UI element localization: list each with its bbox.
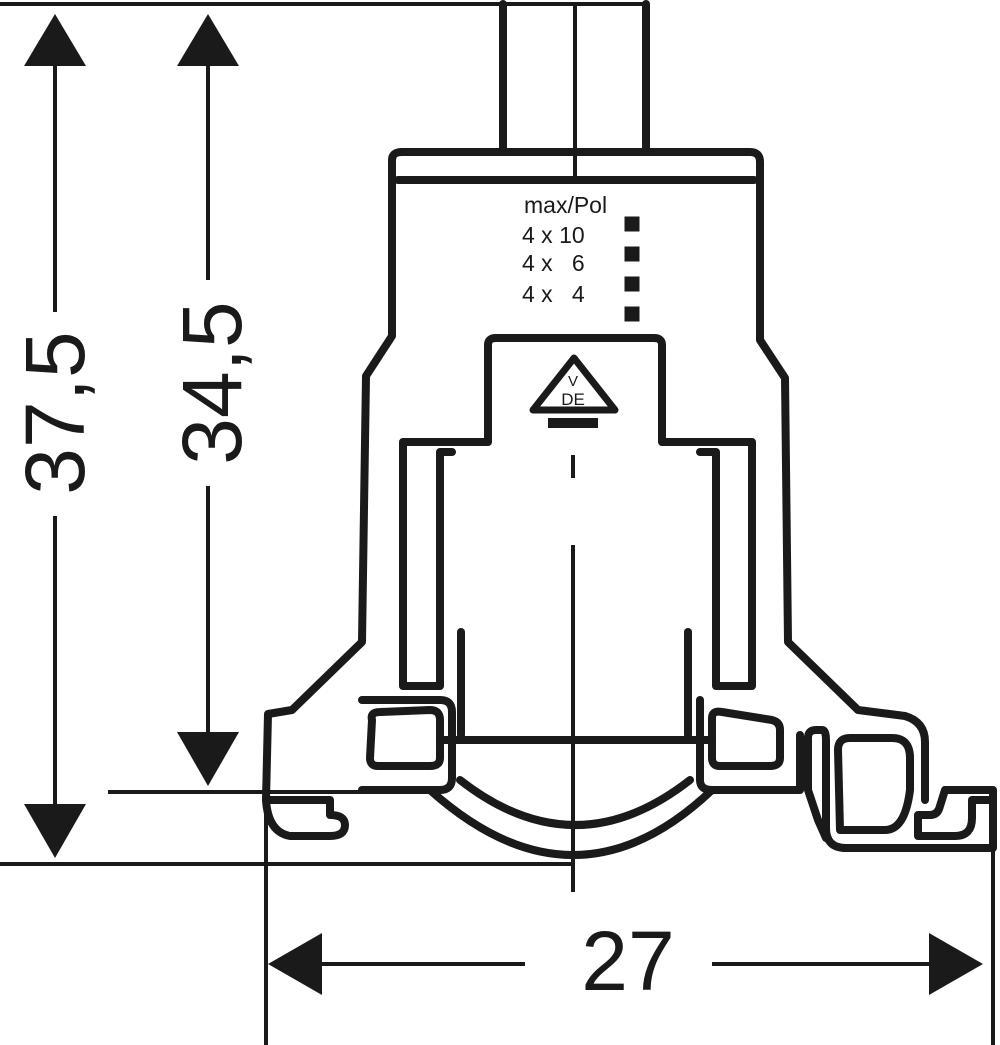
base-arc-inner bbox=[456, 776, 694, 829]
arrow-left-icon bbox=[268, 933, 322, 995]
inner-panel-left bbox=[399, 341, 492, 690]
indicator-square-1 bbox=[624, 216, 640, 232]
label-row-2: 4 x 6 bbox=[522, 250, 585, 276]
cable-entry bbox=[499, 0, 650, 156]
indicator-square-2 bbox=[624, 246, 640, 262]
left-clip-frame bbox=[358, 696, 456, 794]
indicator-square-4 bbox=[624, 306, 640, 322]
base-arc bbox=[426, 736, 716, 859]
dimension-height-inner: 34,5 bbox=[165, 14, 259, 786]
vde-mark-bottom: DE bbox=[561, 390, 585, 409]
right-clip bbox=[708, 707, 784, 770]
inner-panel bbox=[484, 334, 756, 690]
label-row-3: 4 x 4 bbox=[522, 281, 585, 307]
arrow-right-icon bbox=[929, 933, 983, 995]
dimension-width: 27 bbox=[268, 914, 983, 1008]
label-title: max/Pol bbox=[524, 192, 607, 218]
indicator-square-3 bbox=[624, 276, 640, 292]
device-outline bbox=[262, 0, 997, 859]
vde-mark-top: V bbox=[568, 373, 578, 390]
dimension-label-34-5: 34,5 bbox=[165, 301, 259, 465]
rating-label: max/Pol 4 x 10 4 x 6 4 x 4 bbox=[522, 192, 640, 322]
left-clip bbox=[366, 706, 444, 770]
right-foot-step bbox=[804, 734, 830, 842]
indicator-squares bbox=[624, 216, 640, 322]
dimension-height-outer: 37,5 bbox=[8, 14, 102, 858]
arrow-up-icon bbox=[177, 14, 239, 66]
housing-outline bbox=[262, 148, 929, 804]
arrow-down-icon bbox=[24, 804, 86, 858]
vde-mark-icon: V DE bbox=[529, 354, 619, 428]
right-hook-inner bbox=[834, 734, 914, 834]
left-foot bbox=[262, 796, 349, 840]
dimension-label-27: 27 bbox=[581, 914, 674, 1008]
arrow-up-icon bbox=[24, 14, 86, 66]
arrow-down-icon bbox=[177, 732, 239, 786]
label-row-1: 4 x 10 bbox=[522, 222, 585, 248]
dimension-label-37-5: 37,5 bbox=[8, 331, 102, 495]
right-rail-hook bbox=[804, 726, 997, 852]
